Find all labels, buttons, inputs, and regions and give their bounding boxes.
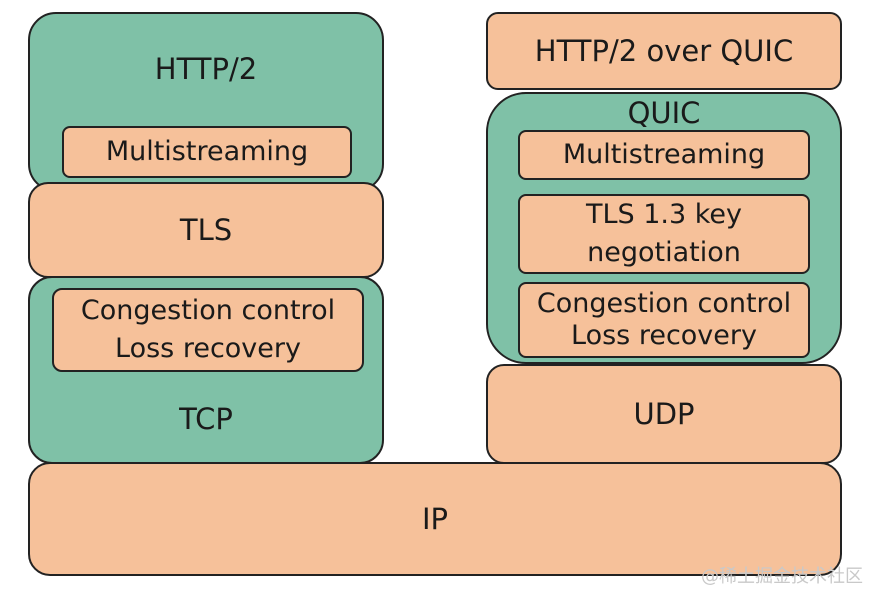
http2-over-quic-layer: HTTP/2 over QUIC: [486, 12, 842, 90]
http2-multistreaming-label: Multistreaming: [105, 136, 309, 167]
quic-tls-box: TLS 1.3 key negotiation: [518, 194, 810, 274]
ip-label: IP: [421, 502, 449, 536]
tcp-label: TCP: [179, 402, 233, 436]
quic-layer: QUIC Multistreaming TLS 1.3 key negotiat…: [486, 92, 842, 364]
quic-multistreaming-label: Multistreaming: [562, 139, 766, 170]
tcp-congestion-box: Congestion control Loss recovery: [52, 288, 364, 372]
http2-label: HTTP/2: [154, 52, 258, 86]
tls-layer: TLS: [28, 182, 384, 278]
http2-over-quic-label: HTTP/2 over QUIC: [534, 34, 794, 68]
quic-tls-line2: negotiation: [587, 237, 741, 268]
udp-label: UDP: [633, 397, 695, 431]
quic-label: QUIC: [627, 96, 701, 130]
tls-label: TLS: [179, 213, 233, 247]
quic-congestion-label: Congestion control: [536, 288, 792, 319]
http2-multistreaming-box: Multistreaming: [62, 126, 352, 178]
tcp-layer: Congestion control Loss recovery TCP: [28, 276, 384, 464]
quic-loss-recovery-label: Loss recovery: [571, 320, 757, 351]
tcp-congestion-label: Congestion control: [80, 295, 336, 326]
tcp-loss-recovery-label: Loss recovery: [115, 333, 301, 364]
udp-layer: UDP: [486, 364, 842, 464]
watermark: @稀土掘金技术社区: [701, 566, 863, 587]
ip-layer: IP: [28, 462, 842, 576]
quic-tls-line1: TLS 1.3 key: [585, 199, 743, 230]
http2-layer: HTTP/2 Multistreaming: [28, 12, 384, 192]
quic-multistreaming-box: Multistreaming: [518, 130, 810, 180]
quic-congestion-box: Congestion control Loss recovery: [518, 282, 810, 358]
